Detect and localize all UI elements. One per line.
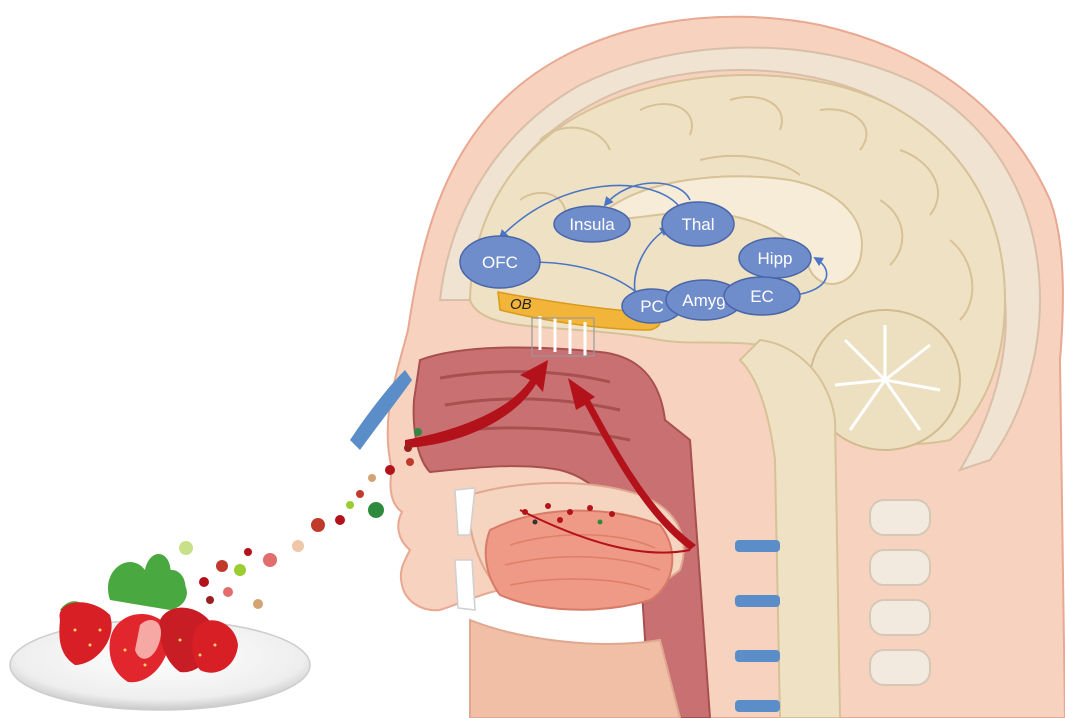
odor-molecule-icon [179,541,193,555]
region-ofc-label: OFC [482,253,518,272]
region-ec-label: EC [750,287,774,306]
odor-molecule-icon [244,548,252,556]
odor-molecule-icon [335,515,345,525]
odor-molecule-icon [223,587,233,597]
odor-molecule-icon [199,577,209,587]
odor-molecule-icon [253,599,263,609]
odor-molecule-icon [206,596,214,604]
odor-molecule-icon [406,458,414,466]
head-anatomy [350,17,1065,718]
strawberry-plate-icon [10,554,310,710]
odor-molecule-icon [311,518,325,532]
odor-molecule-icon [346,501,354,509]
region-ofc: OFC [460,236,540,288]
odor-molecules [179,428,422,609]
tongue [486,511,673,610]
region-thal-label: Thal [681,215,714,234]
odor-molecule-icon [368,474,376,482]
odor-molecule-icon [292,540,304,552]
region-hipp-label: Hipp [758,249,793,268]
odor-molecule-icon [368,502,384,518]
region-pc-label: PC [640,297,664,316]
odor-molecule-icon [404,444,412,452]
region-hipp: Hipp [739,238,811,278]
odor-molecule-icon [216,560,228,572]
region-ec: EC [724,277,800,315]
region-amyg-label: Amyg [682,291,725,310]
region-insula-label: Insula [569,215,615,234]
odor-molecule-icon [414,428,422,436]
odor-molecule-icon [385,465,395,475]
odor-molecule-icon [263,553,277,567]
odor-molecule-icon [234,564,246,576]
region-insula: Insula [554,206,630,242]
region-thal: Thal [662,202,734,246]
region-ob-label: OB [510,296,532,313]
odor-molecule-icon [356,490,364,498]
